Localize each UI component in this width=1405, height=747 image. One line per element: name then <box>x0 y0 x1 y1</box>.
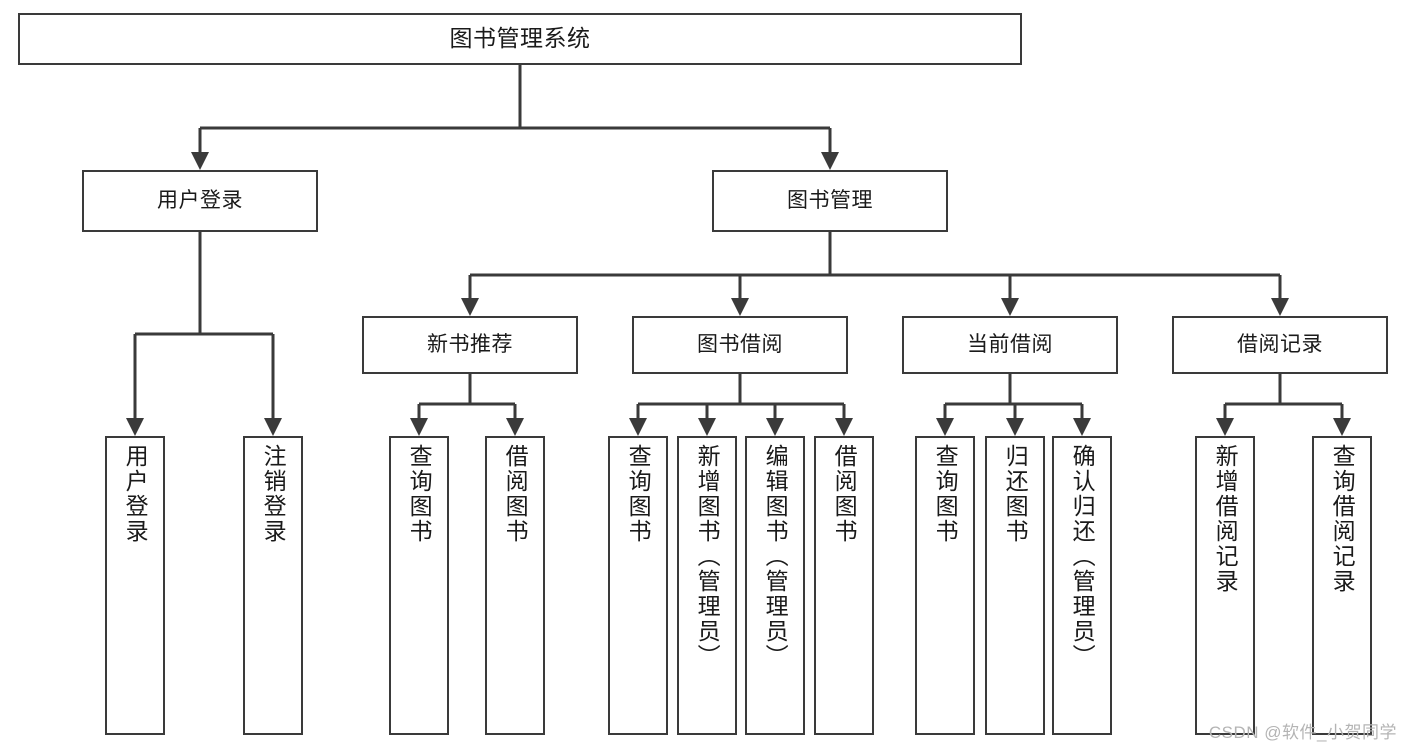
node-label: 用户登录 <box>157 188 243 212</box>
node-label: 图书管理系统 <box>449 25 591 52</box>
node-label: 图书借阅 <box>697 332 783 356</box>
arrowhead-icon <box>1271 298 1289 316</box>
node-label: 查询借阅记录 <box>1329 444 1356 594</box>
node-label: 借阅记录 <box>1237 332 1323 356</box>
node-book-borrow[interactable]: 图书借阅 <box>632 316 848 374</box>
node-label: 借阅图书 <box>502 444 529 544</box>
node-label: 当前借阅 <box>967 332 1053 356</box>
arrowhead-icon <box>731 298 749 316</box>
node-leaf-edit-book[interactable]: 编辑图书（管理员） <box>745 436 805 735</box>
arrowhead-icon <box>410 418 428 436</box>
node-label: 图书管理 <box>787 188 873 212</box>
node-label: 用户登录 <box>122 444 149 544</box>
node-borrow-record[interactable]: 借阅记录 <box>1172 316 1388 374</box>
arrowhead-icon <box>1333 418 1351 436</box>
node-leaf-add-borrow-record[interactable]: 新增借阅记录 <box>1195 436 1255 735</box>
node-book-manage[interactable]: 图书管理 <box>712 170 948 232</box>
arrowhead-icon <box>264 418 282 436</box>
arrowhead-icon <box>506 418 524 436</box>
node-leaf-confirm-return[interactable]: 确认归还（管理员） <box>1052 436 1112 735</box>
node-leaf-query-borrow-record[interactable]: 查询借阅记录 <box>1312 436 1372 735</box>
node-leaf-borrow-book[interactable]: 借阅图书 <box>814 436 874 735</box>
node-label: 新书推荐 <box>427 332 513 356</box>
node-root-system[interactable]: 图书管理系统 <box>18 13 1022 65</box>
node-label: 查询图书 <box>932 444 959 544</box>
arrowhead-icon <box>821 152 839 170</box>
node-leaf-query-book-current[interactable]: 查询图书 <box>915 436 975 735</box>
arrowhead-icon <box>1006 418 1024 436</box>
node-leaf-add-book[interactable]: 新增图书（管理员） <box>677 436 737 735</box>
arrowhead-icon <box>936 418 954 436</box>
node-leaf-user-login[interactable]: 用户登录 <box>105 436 165 735</box>
node-label: 新增图书（管理员） <box>694 444 721 669</box>
arrowhead-icon <box>835 418 853 436</box>
node-user-login[interactable]: 用户登录 <box>82 170 318 232</box>
arrowhead-icon <box>191 152 209 170</box>
node-leaf-query-book-borrow[interactable]: 查询图书 <box>608 436 668 735</box>
node-label: 借阅图书 <box>831 444 858 544</box>
node-label: 编辑图书（管理员） <box>762 444 789 669</box>
node-label: 查询图书 <box>625 444 652 544</box>
arrowhead-icon <box>1216 418 1234 436</box>
node-leaf-query-book-recommend[interactable]: 查询图书 <box>389 436 449 735</box>
arrowhead-icon <box>1001 298 1019 316</box>
node-label: 归还图书 <box>1002 444 1029 544</box>
node-label: 注销登录 <box>260 444 287 544</box>
node-label: 查询图书 <box>406 444 433 544</box>
arrowhead-icon <box>126 418 144 436</box>
node-leaf-return-book[interactable]: 归还图书 <box>985 436 1045 735</box>
arrowhead-icon <box>1073 418 1091 436</box>
arrowhead-icon <box>766 418 784 436</box>
node-current-borrow[interactable]: 当前借阅 <box>902 316 1118 374</box>
node-leaf-borrow-book-recommend[interactable]: 借阅图书 <box>485 436 545 735</box>
arrowhead-icon <box>698 418 716 436</box>
node-label: 新增借阅记录 <box>1212 444 1239 594</box>
node-new-book-recommend[interactable]: 新书推荐 <box>362 316 578 374</box>
node-leaf-user-logout[interactable]: 注销登录 <box>243 436 303 735</box>
arrowhead-icon <box>629 418 647 436</box>
node-label: 确认归还（管理员） <box>1069 444 1096 669</box>
watermark-text: CSDN @软件_小贺同学 <box>1208 723 1397 742</box>
arrowhead-icon <box>461 298 479 316</box>
